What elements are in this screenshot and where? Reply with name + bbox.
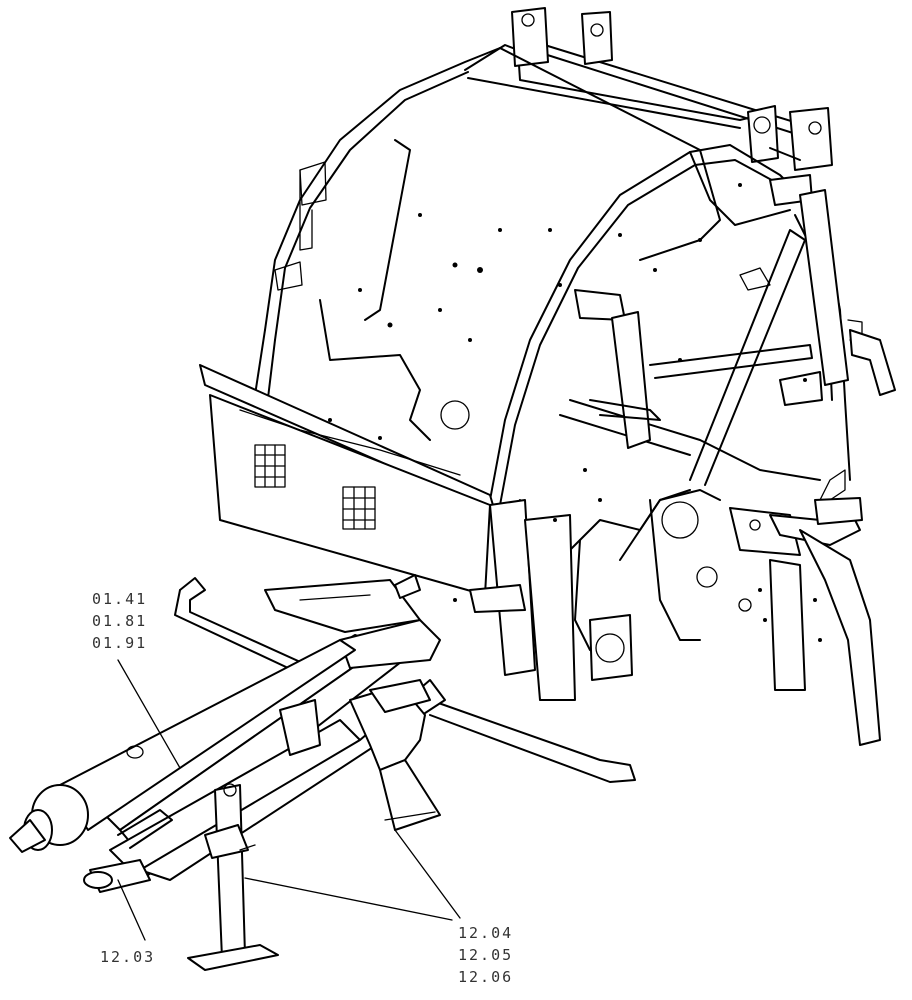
left-side-wall	[254, 47, 721, 441]
fastener-dots	[328, 183, 822, 642]
right-braces	[649, 174, 896, 486]
right-front-box	[440, 400, 881, 746]
callout-jack-3: 12.06	[458, 968, 513, 986]
lower-runners	[174, 574, 636, 783]
callout-frame-3: 01.91	[92, 634, 147, 652]
front-rails	[199, 289, 661, 513]
leader-frame	[117, 659, 181, 769]
callout-jack-1: 12.04	[458, 924, 513, 942]
leader-jack-b	[394, 829, 461, 919]
parking-jack	[187, 783, 279, 971]
callout-frame-1: 01.41	[92, 590, 147, 608]
callout-frame-2: 01.81	[92, 612, 147, 630]
upper-frame	[464, 7, 833, 171]
vent-grid-left	[254, 444, 286, 488]
pto-shaft	[9, 639, 356, 853]
rear-step	[349, 679, 441, 831]
front-panel	[209, 394, 491, 596]
callout-hitch: 12.03	[100, 948, 155, 966]
callout-jack-2: 12.05	[458, 946, 513, 964]
vent-grid-right	[342, 486, 376, 530]
leader-jack-a	[244, 877, 453, 921]
callouts: 01.41 01.81 01.91 12.03 12.04 12.05 12.0…	[92, 590, 513, 986]
leader-hitch	[117, 879, 146, 941]
leader-lines	[117, 659, 461, 941]
